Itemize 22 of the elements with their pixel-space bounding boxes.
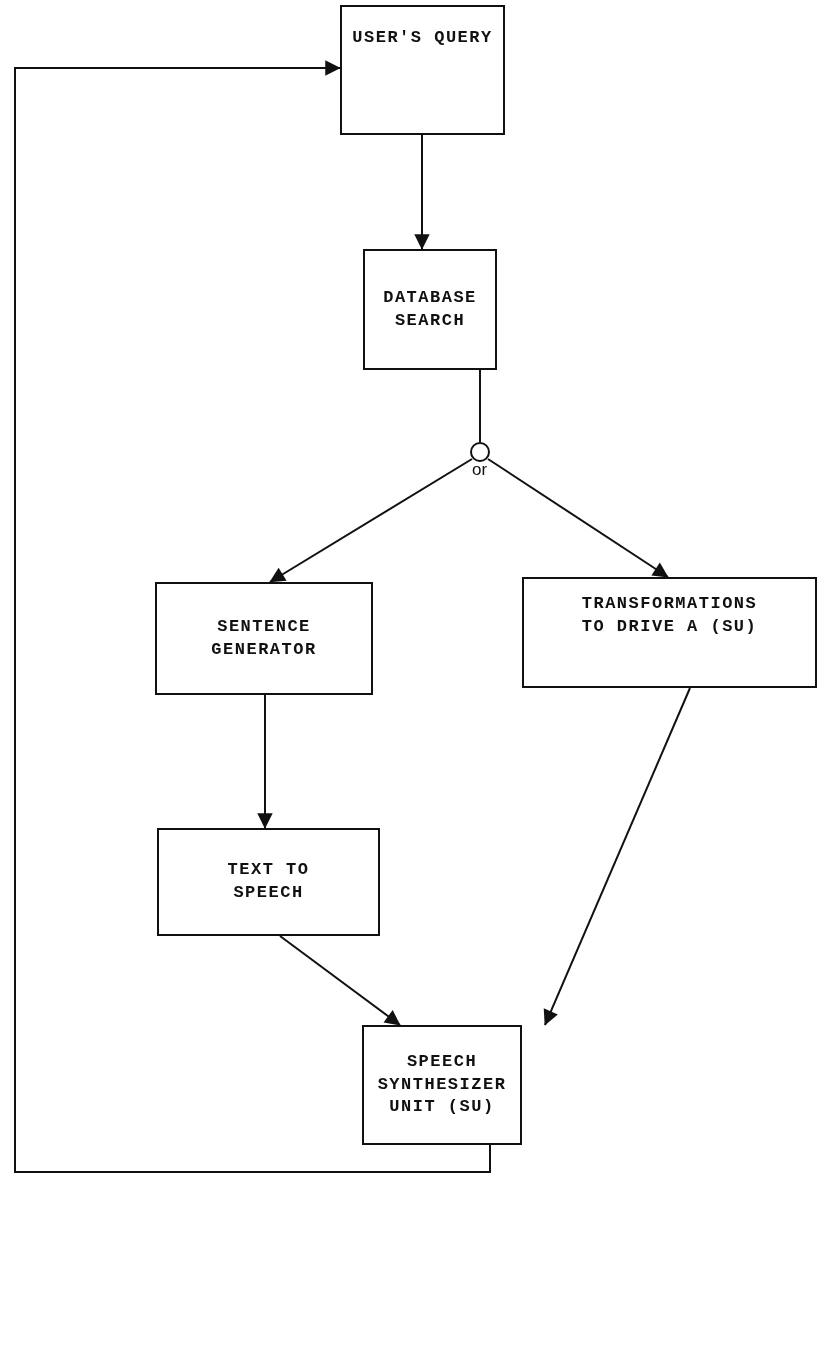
process-box bbox=[157, 828, 380, 936]
process-box bbox=[155, 582, 373, 695]
node-label: USER'S QUERY bbox=[351, 27, 494, 49]
arrow bbox=[14, 60, 491, 1173]
arrow bbox=[257, 694, 273, 829]
connector-line bbox=[479, 369, 481, 443]
process-box bbox=[340, 5, 505, 135]
junction-label: or bbox=[472, 460, 488, 480]
arrow bbox=[414, 134, 430, 250]
junction-circle bbox=[470, 442, 490, 462]
node-label: DATABASE SEARCH bbox=[382, 286, 478, 332]
arrow bbox=[279, 935, 401, 1026]
arrow bbox=[543, 687, 691, 1026]
node-label: SENTENCE GENERATOR bbox=[210, 615, 318, 661]
process-box bbox=[363, 249, 497, 370]
arrow bbox=[487, 458, 669, 578]
node-label: TEXT TO SPEECH bbox=[226, 859, 311, 904]
process-box bbox=[362, 1025, 522, 1145]
node-label: TRANSFORMATIONS TO DRIVE A (SU) bbox=[580, 593, 759, 638]
process-box bbox=[522, 577, 817, 688]
arrow bbox=[269, 458, 473, 583]
node-label: SPEECH SYNTHESIZER UNIT (SU) bbox=[376, 1050, 508, 1119]
